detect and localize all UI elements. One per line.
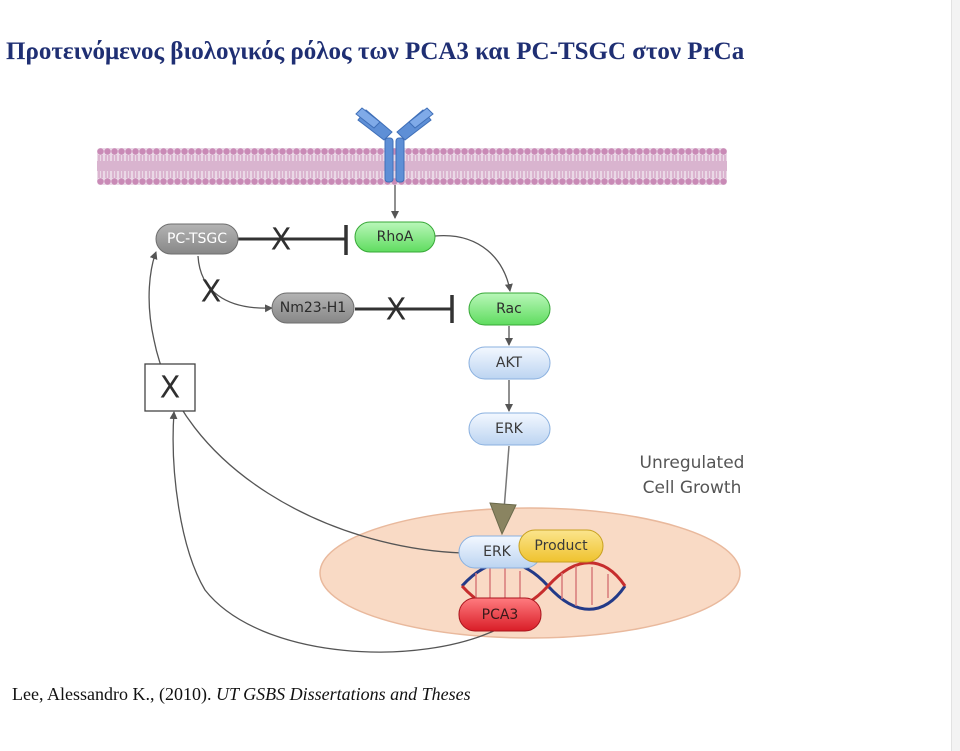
node-rac: Rac: [468, 292, 551, 326]
nucleus: [319, 507, 741, 639]
slide-title: Προτεινόμενος βιολογικός ρόλος των PCA3 …: [6, 38, 745, 65]
caption-line-2: Cell Growth: [643, 478, 742, 498]
node-pca3-label: PCA3: [482, 607, 519, 623]
erk-to-nucleus-arrow: [489, 445, 517, 536]
rhoa-to-rac-arrow: [434, 235, 513, 292]
caption-line-1: Unregulated: [640, 453, 745, 473]
node-pca3: PCA3: [458, 597, 542, 632]
node-product-label: Product: [534, 538, 588, 554]
node-rhoa: RhoA: [354, 221, 436, 253]
nm23-inhibits-rac: [355, 295, 454, 323]
node-nm23-h1: Nm23-H1: [271, 292, 355, 324]
node-product: Product: [518, 529, 604, 563]
node-pc-tsgc-label: PC-TSGC: [167, 231, 227, 247]
block-mark-feedback: X: [160, 371, 181, 406]
node-nm23-h1-label: Nm23-H1: [280, 300, 346, 316]
erk-feedback-to-pc-tsgc-arrow: [148, 251, 463, 554]
receptor-icon: [355, 107, 434, 183]
pca3-feedback-arrow: [169, 411, 501, 653]
node-erk: ERK: [468, 412, 551, 446]
block-mark-pc-tsgc-nm23: X: [201, 275, 222, 310]
node-pc-tsgc: PC-TSGC: [155, 223, 239, 255]
node-rhoa-label: RhoA: [377, 229, 414, 245]
node-akt: AKT: [468, 346, 551, 380]
block-mark-nm23-rac: X: [386, 293, 407, 328]
block-box: [144, 363, 196, 412]
node-akt-label: AKT: [496, 355, 523, 371]
citation-authors: Lee, Alessandro K., (2010).: [12, 684, 212, 704]
block-mark-pc-tsgc-rhoa: X: [271, 223, 292, 258]
citation: Lee, Alessandro K., (2010). UT GSBS Diss…: [12, 684, 471, 705]
cell-membrane: [97, 148, 727, 185]
node-erk-label: ERK: [495, 421, 524, 437]
citation-source: UT GSBS Dissertations and Theses: [215, 684, 471, 704]
node-erk-nuclear-label: ERK: [483, 544, 512, 560]
pc-tsgc-inhibits-rhoa: [237, 225, 348, 255]
pc-tsgc-to-nm23-arrow: [197, 255, 273, 313]
window-edge-strip: [951, 0, 960, 751]
node-rac-label: Rac: [496, 301, 522, 317]
